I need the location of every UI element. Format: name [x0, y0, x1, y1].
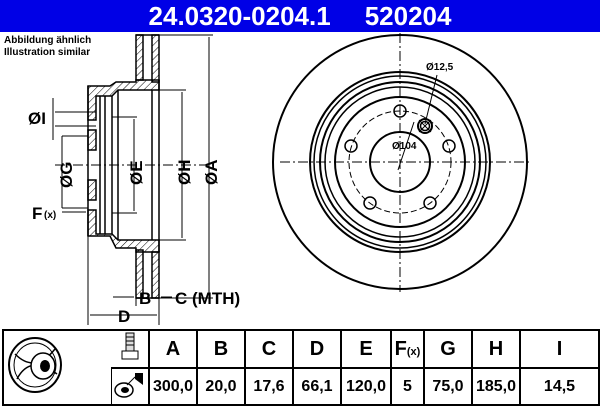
- value-D: 66,1: [292, 367, 342, 406]
- title-bar: 24.0320-0204.1 520204: [0, 0, 600, 32]
- label-dia-I: ØI: [28, 109, 46, 128]
- value-B: 20,0: [196, 367, 246, 406]
- value-I: 14,5: [519, 367, 600, 406]
- col-header-F-sub: (x): [406, 345, 421, 358]
- section-labels: ØI ØG ØE ØH ØA F (x) B C (MTH) D: [28, 109, 240, 326]
- part-number: 24.0320-0204.1: [148, 0, 331, 31]
- technical-drawing: ØI ØG ØE ØH ØA F (x) B C (MTH) D: [28, 33, 532, 326]
- label-bolt-hole-dia: Ø12,5: [426, 62, 454, 73]
- label-dia-H: ØH: [175, 160, 194, 186]
- value-C: 17,6: [244, 367, 294, 406]
- label-F-sub: (x): [44, 210, 56, 221]
- value-E: 120,0: [340, 367, 392, 406]
- col-header-I: I: [519, 329, 600, 369]
- value-A: 300,0: [148, 367, 198, 406]
- col-header-F-letter: F: [394, 337, 407, 360]
- brake-disc-icon-cell: [2, 329, 111, 406]
- label-C: C (MTH): [175, 289, 240, 308]
- value-F: 5: [390, 367, 425, 406]
- col-header-B: B: [196, 329, 246, 369]
- bolt-icon: [121, 332, 138, 360]
- label-dia-G: ØG: [57, 162, 76, 188]
- lubricant-spray-icon: [114, 373, 143, 398]
- col-header-F: F(x): [390, 329, 425, 369]
- specs-table: A B C D E F(x) G H I 300,0 20,0 17,6 66,…: [2, 329, 600, 406]
- label-D: D: [118, 307, 130, 326]
- value-G: 75,0: [423, 367, 473, 406]
- note-german: Abbildung ähnlich: [4, 35, 92, 46]
- col-header-C: C: [244, 329, 294, 369]
- label-F: F: [32, 204, 42, 223]
- col-header-H: H: [471, 329, 521, 369]
- bolt-icon-cell: [111, 329, 150, 368]
- label-pcd: Ø104: [392, 141, 417, 152]
- section-view: [52, 34, 215, 325]
- value-H: 185,0: [471, 367, 521, 406]
- illustration-note: Abbildung ähnlich Illustration similar: [4, 35, 91, 59]
- lubricant-icon-cell: [110, 367, 150, 406]
- col-header-G: G: [423, 329, 473, 369]
- front-labels: Ø12,5 Ø104: [392, 62, 454, 152]
- col-header-D: D: [292, 329, 342, 369]
- label-B: B: [139, 289, 151, 308]
- reference-number: 520204: [364, 0, 452, 31]
- label-dia-E: ØE: [127, 160, 146, 185]
- label-dia-A: ØA: [202, 160, 221, 186]
- front-view: [272, 33, 532, 292]
- brake-disc-icon: [8, 336, 63, 393]
- col-header-A: A: [148, 329, 198, 369]
- note-english: Illustration similar: [4, 47, 91, 58]
- col-header-E: E: [340, 329, 392, 369]
